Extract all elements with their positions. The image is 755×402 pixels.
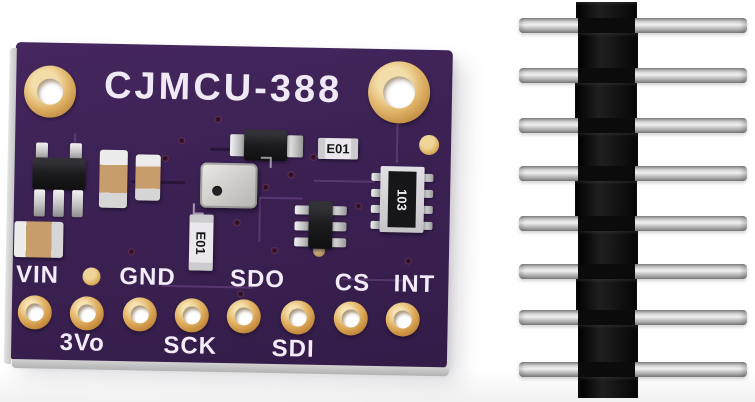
- pin-hole-3vo: [69, 296, 105, 331]
- resistor-array-core: 103: [387, 171, 417, 228]
- ic-leg: [330, 206, 347, 216]
- header-plastic-segment: [578, 133, 638, 166]
- gold-via: [418, 134, 440, 156]
- copper-via: [309, 153, 317, 161]
- regulator-leg: [71, 190, 84, 218]
- resistor-top: E01: [317, 137, 359, 160]
- pin-label-3vo: 3Vo: [59, 328, 106, 357]
- regulator-leg: [52, 189, 65, 217]
- copper-via: [161, 154, 169, 162]
- copper-via: [262, 183, 270, 191]
- pin-label-gnd: GND: [119, 263, 176, 292]
- header-plastic-segment: [576, 2, 637, 18]
- pressure-sensor: [199, 162, 258, 209]
- pin-hole-bore: [182, 306, 201, 325]
- pcb-board: CJMCU-388: [9, 42, 453, 369]
- copper-via: [233, 219, 241, 227]
- capacitor-large: [98, 149, 128, 209]
- trace: [395, 123, 399, 164]
- mounting-hole-right-bore: [382, 76, 416, 109]
- header-plastic-segment: [579, 33, 638, 68]
- header-plastic-segment: [575, 83, 637, 118]
- copper-via: [214, 115, 222, 123]
- copper-via: [287, 171, 295, 179]
- pin-hole-sck: [174, 298, 210, 333]
- array-leg: [423, 173, 434, 183]
- mounting-hole-left: [23, 65, 77, 119]
- capacitor-small: [134, 154, 161, 201]
- regulator-leg: [33, 189, 46, 217]
- trace: [313, 179, 376, 183]
- resistor-array: 103: [379, 166, 425, 233]
- resistor-top-marking: E01: [326, 140, 350, 157]
- pin-label-vin: VIN: [15, 261, 60, 289]
- silkscreen-bracket: [260, 156, 272, 168]
- voltage-regulator-ic: [32, 157, 86, 191]
- pin-hole-bore: [341, 309, 360, 328]
- pin-hole-bore: [130, 305, 149, 324]
- capacitor-bottom: [13, 221, 64, 258]
- pin-hole-bore: [393, 310, 412, 329]
- header-plastic-segment: [578, 325, 638, 362]
- pin-hole-int: [385, 302, 421, 337]
- pin-label-sck: SCK: [163, 331, 218, 360]
- pin-hole-sdi: [280, 300, 316, 335]
- array-leg: [422, 205, 433, 215]
- header-plastic-segment: [575, 181, 637, 216]
- sot23-ic: [308, 200, 334, 250]
- copper-via: [127, 248, 136, 256]
- copper-via: [404, 257, 412, 265]
- pin-hole-vin: [17, 295, 53, 330]
- pin-hole-sdo: [226, 299, 262, 334]
- pin-hole-bore: [288, 308, 307, 327]
- array-leg: [422, 221, 433, 231]
- silkscreen-bracket: [192, 203, 204, 215]
- pin-label-sdo: SDO: [229, 265, 286, 294]
- pin-hole-cs: [333, 301, 369, 336]
- resistor-middle-marking: E01: [193, 230, 209, 255]
- sensor-vent-hole: [212, 185, 223, 196]
- trace: [258, 196, 262, 242]
- header-plastic-segment: [576, 279, 637, 310]
- header-plastic-segment: [580, 377, 638, 398]
- mounting-hole-left-bore: [36, 78, 64, 105]
- resistor-array-marking: 103: [394, 188, 410, 211]
- trace: [259, 196, 304, 200]
- pin-hole-gnd: [122, 297, 158, 332]
- mounting-hole-right: [367, 60, 431, 124]
- copper-via: [354, 202, 362, 210]
- gold-via: [82, 267, 101, 286]
- pin-hole-bore: [234, 307, 253, 326]
- pin-label-int: INT: [393, 270, 436, 299]
- resistor-middle: E01: [188, 214, 214, 271]
- ic-leg: [330, 222, 347, 232]
- pin-hole-bore: [25, 303, 44, 322]
- pin-label-sdi: SDI: [271, 334, 315, 363]
- header-plastic-segment: [579, 231, 638, 264]
- copper-via: [178, 137, 186, 145]
- board-title: CJMCU-388: [103, 64, 343, 112]
- copper-via: [270, 246, 279, 255]
- ic-leg: [330, 238, 347, 248]
- pin-hole-bore: [77, 304, 96, 323]
- solder-pad: [286, 135, 304, 158]
- array-leg: [423, 189, 434, 199]
